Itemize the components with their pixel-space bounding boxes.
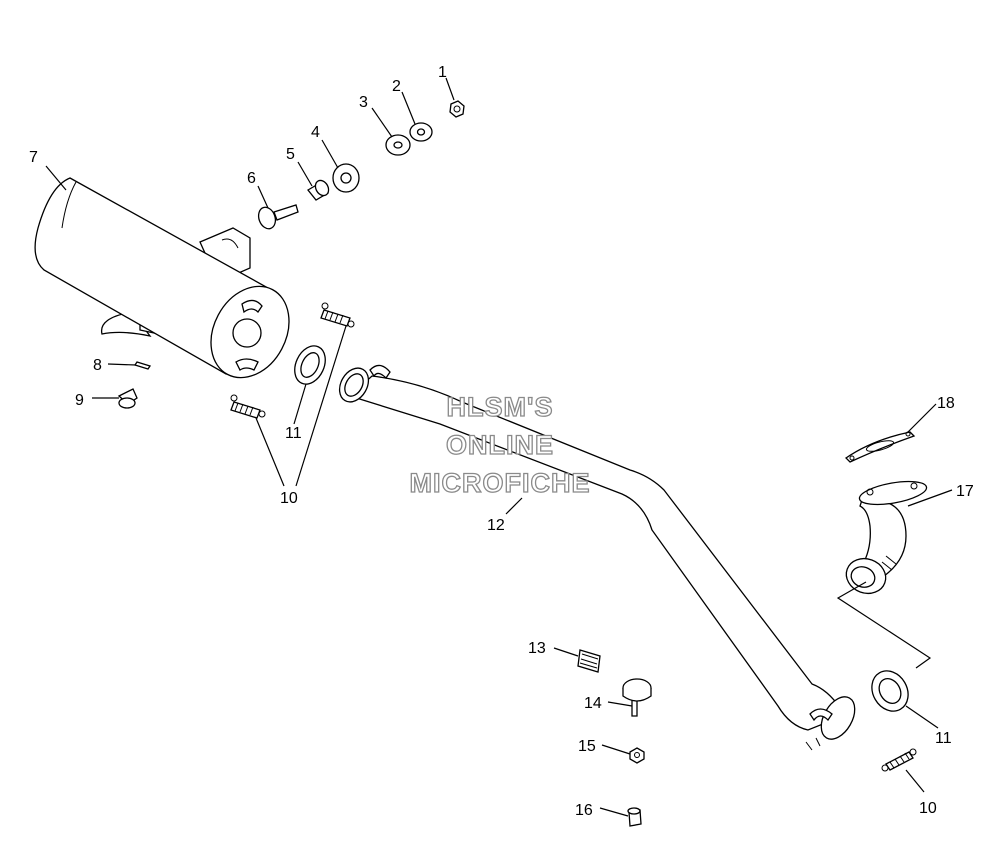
rivet-part: [117, 388, 138, 409]
flat-washer-part: [385, 134, 411, 156]
gasket-part-upper: [294, 345, 326, 385]
watermark: HLSM'S ONLINE MICROFICHE: [409, 391, 591, 498]
spring-clip-part: [577, 649, 601, 673]
callout-9: 9: [75, 392, 84, 409]
callout-15: 15: [578, 738, 596, 755]
grommet-part: [332, 163, 360, 193]
callout-13: 13: [528, 640, 546, 657]
exhaust-pipe-part: [338, 364, 856, 751]
bolt-part: [257, 204, 299, 230]
watermark-line-2: ONLINE: [446, 430, 554, 460]
lock-washer-part: [409, 122, 433, 142]
callout-12: 12: [487, 517, 505, 534]
spring-part-right: [881, 748, 917, 772]
watermark-line-1: HLSM'S: [447, 392, 554, 422]
callout-5: 5: [286, 146, 295, 163]
flange-gasket-part: [844, 431, 916, 463]
callout-11-upper: 11: [285, 425, 302, 442]
callout-10-right: 10: [919, 800, 937, 817]
callout-10-left: 10: [280, 490, 298, 507]
muffler-part: [34, 177, 290, 379]
assembly-line: [836, 581, 932, 669]
flange-nut-part: [629, 747, 645, 764]
watermark-line-3: MICROFICHE: [410, 468, 591, 498]
callout-1: 1: [438, 64, 447, 81]
callout-8: 8: [93, 357, 102, 374]
spring-part-upper: [320, 302, 355, 328]
leader-lines: [45, 77, 953, 817]
collar-part: [307, 179, 330, 201]
pin-part: [133, 361, 152, 370]
sleeve-nut-part: [627, 807, 642, 827]
callout-16: 16: [575, 802, 593, 819]
gasket-part-lower: [871, 670, 909, 712]
callout-labels: 1 2 3 4 5 6 7 8 9 11 10 12 13 14 15 16 1…: [29, 64, 974, 819]
callout-3: 3: [359, 94, 368, 111]
exhaust-elbow-part: [845, 480, 928, 595]
callout-11-lower: 11: [935, 730, 952, 747]
spring-part-lower: [230, 394, 266, 419]
callout-4: 4: [311, 124, 320, 141]
nut-part: [449, 100, 465, 118]
callout-6: 6: [247, 170, 256, 187]
callout-7: 7: [29, 149, 38, 166]
rubber-bumper-part: [622, 678, 652, 717]
callout-18: 18: [937, 395, 955, 412]
callout-14: 14: [584, 695, 602, 712]
callout-2: 2: [392, 78, 401, 95]
callout-17: 17: [956, 483, 974, 500]
